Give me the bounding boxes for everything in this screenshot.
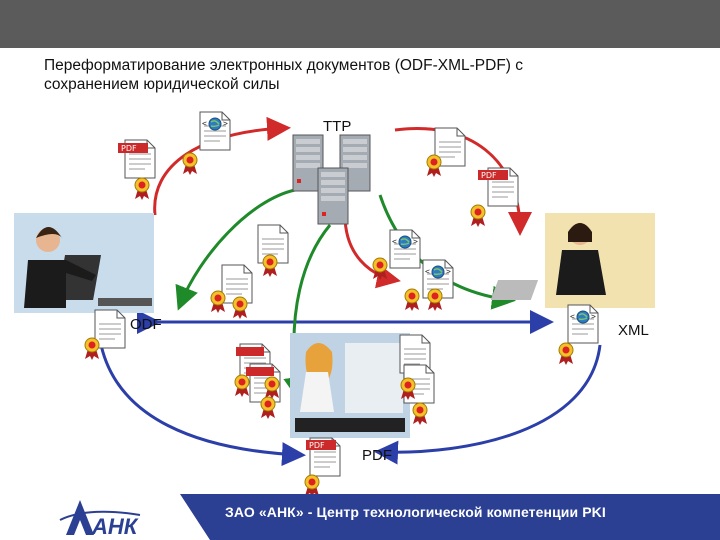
person-bottom-icon (290, 333, 410, 438)
certificate-seal-icon (134, 177, 150, 201)
title-line-1: Переформатирование электронных документо… (44, 57, 524, 74)
pdf-doc-icon: PDF (118, 139, 198, 179)
ttp-label: TTP (323, 118, 352, 135)
slide-title: Переформатирование электронных документо… (44, 56, 684, 94)
odf-label: ODF (130, 316, 162, 333)
person-right-icon (490, 213, 655, 308)
ttp-server-icon (292, 134, 371, 225)
footer-text: ЗАО «АНК» - Центр технологической компет… (225, 504, 606, 520)
svg-text:PDF: PDF (121, 144, 137, 153)
pdf-label: PDF (362, 447, 392, 464)
title-line-2: сохранением юридической силы (44, 76, 280, 93)
ttp-odf-green-arrow (175, 188, 296, 311)
pdf-doc-icon: PDF (304, 437, 341, 498)
top-bar (0, 0, 720, 48)
xml-doc-icon (200, 112, 230, 150)
svg-text:PDF: PDF (309, 441, 325, 450)
xml-label: XML (618, 322, 649, 339)
doc-group-right-icon (372, 230, 453, 312)
ttp-red-down-arrow (343, 214, 401, 289)
person-left-icon (14, 213, 154, 313)
pdf-doc-icon: PDF (470, 167, 519, 228)
xml-doc-icon (426, 127, 466, 178)
svg-text:АНК: АНК (91, 514, 139, 539)
pdf-doc-group-icon (234, 343, 281, 420)
odf-pdf-arrow (98, 339, 306, 467)
svg-text:PDF: PDF (481, 171, 497, 180)
odf-doc-icon (84, 309, 126, 361)
ttp-xml-green-arrow (378, 194, 516, 310)
company-logo: АНК (59, 500, 141, 539)
xml-doc-icon (558, 305, 598, 366)
xml-pdf-arrow (374, 344, 602, 465)
